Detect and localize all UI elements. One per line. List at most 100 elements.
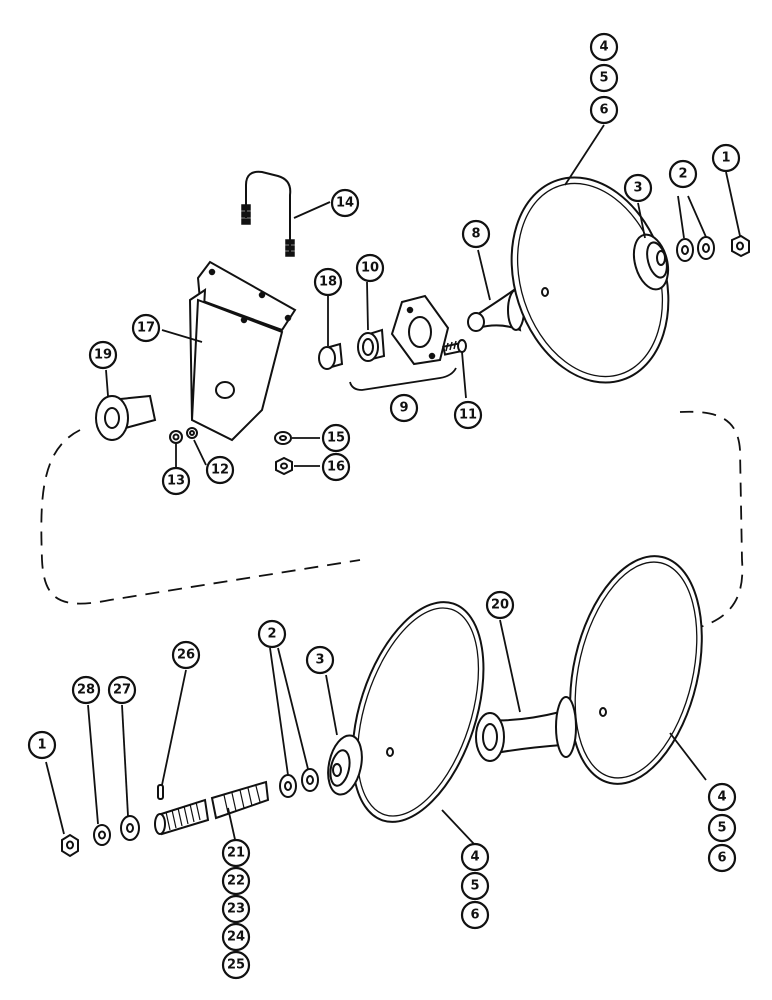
callout-23: 23 xyxy=(221,894,251,924)
callout-8: 8 xyxy=(461,219,491,249)
callout-9: 9 xyxy=(389,393,419,423)
spool-spacer xyxy=(475,696,577,762)
disc-blade-bottom-right xyxy=(569,555,703,785)
callout-25: 25 xyxy=(221,950,251,980)
hub-flange-top xyxy=(632,233,670,291)
castle-nut-bottom xyxy=(61,833,79,858)
svg-text:5: 5 xyxy=(599,71,608,86)
callout-19: 19 xyxy=(88,340,118,370)
svg-text:26: 26 xyxy=(177,648,195,663)
disc-blade-bottom-left xyxy=(351,601,485,823)
callout-6-right: 6 xyxy=(707,843,737,873)
svg-text:16: 16 xyxy=(327,460,345,475)
svg-text:15: 15 xyxy=(327,431,345,446)
washer-top-1 xyxy=(676,238,694,262)
svg-text:8: 8 xyxy=(471,227,480,242)
svg-text:5: 5 xyxy=(717,821,726,836)
callout-6-top: 6 xyxy=(589,95,619,125)
callout-1-bottom: 1 xyxy=(27,730,57,760)
callout-22: 22 xyxy=(221,866,251,896)
svg-text:12: 12 xyxy=(211,463,229,478)
assembly-dashed-loop xyxy=(40,410,744,631)
hex-nut xyxy=(275,456,293,476)
callout-5-right: 5 xyxy=(707,813,737,843)
callout-14: 14 xyxy=(330,188,360,218)
svg-text:11: 11 xyxy=(459,408,477,423)
svg-text:14: 14 xyxy=(336,196,354,211)
bearing xyxy=(357,328,386,362)
callout-26: 26 xyxy=(171,640,201,670)
svg-text:17: 17 xyxy=(137,321,155,336)
hub-flange-bottom xyxy=(327,734,363,796)
svg-text:25: 25 xyxy=(227,958,245,973)
callout-2-top: 2 xyxy=(668,159,698,189)
mounting-bracket xyxy=(188,260,297,442)
svg-text:4: 4 xyxy=(599,40,608,55)
callout-15: 15 xyxy=(321,423,351,453)
callout-10: 10 xyxy=(355,253,385,283)
roll-pin xyxy=(157,784,164,800)
svg-text:21: 21 xyxy=(227,846,245,861)
callout-4-top: 4 xyxy=(589,32,619,62)
callout-11: 11 xyxy=(453,400,483,430)
callout-5-top: 5 xyxy=(589,63,619,93)
callout-18: 18 xyxy=(313,267,343,297)
washer-28 xyxy=(93,824,111,846)
callout-21: 21 xyxy=(221,838,251,868)
callout-4-right: 4 xyxy=(707,782,737,812)
svg-text:13: 13 xyxy=(167,474,185,489)
svg-text:19: 19 xyxy=(94,348,112,363)
disc-blade-top xyxy=(510,176,670,384)
callout-27: 27 xyxy=(107,675,137,705)
callout-24: 24 xyxy=(221,922,251,952)
washer-bottom-2 xyxy=(301,768,319,792)
callout-2-bottom: 2 xyxy=(257,619,287,649)
nut-small xyxy=(169,430,183,444)
svg-text:23: 23 xyxy=(227,902,245,917)
bolt xyxy=(442,339,467,356)
bracket-group-9 xyxy=(349,367,457,391)
svg-text:6: 6 xyxy=(717,851,726,866)
callout-20: 20 xyxy=(485,590,515,620)
callout-3-top: 3 xyxy=(623,173,653,203)
callout-16: 16 xyxy=(321,452,351,482)
castle-nut-top xyxy=(731,234,750,258)
axle-shaft xyxy=(154,780,270,836)
svg-text:18: 18 xyxy=(319,275,337,290)
svg-text:6: 6 xyxy=(470,908,479,923)
callout-1-top: 1 xyxy=(711,143,741,173)
svg-text:5: 5 xyxy=(470,879,479,894)
svg-text:4: 4 xyxy=(717,790,726,805)
washer-small xyxy=(186,427,198,439)
callout-17: 17 xyxy=(131,313,161,343)
svg-text:22: 22 xyxy=(227,874,245,889)
callout-13: 13 xyxy=(161,466,191,496)
svg-text:4: 4 xyxy=(470,850,479,865)
u-bolt xyxy=(241,170,295,257)
spacer-flanged xyxy=(95,394,157,441)
svg-text:3: 3 xyxy=(633,181,642,196)
svg-text:2: 2 xyxy=(267,627,276,642)
svg-text:3: 3 xyxy=(315,653,324,668)
svg-text:2: 2 xyxy=(678,167,687,182)
svg-text:1: 1 xyxy=(37,738,46,753)
callout-5-bottom: 5 xyxy=(460,871,490,901)
svg-text:24: 24 xyxy=(227,930,245,945)
callout-12: 12 xyxy=(205,455,235,485)
svg-text:27: 27 xyxy=(113,683,131,698)
svg-text:1: 1 xyxy=(721,151,730,166)
leader-lines xyxy=(45,124,741,845)
svg-text:20: 20 xyxy=(491,598,509,613)
washer-top-2 xyxy=(697,236,715,260)
lock-nut xyxy=(274,431,292,445)
washer-27 xyxy=(120,815,140,841)
svg-text:10: 10 xyxy=(361,261,379,276)
svg-text:9: 9 xyxy=(399,401,408,416)
bushing xyxy=(318,342,344,370)
bearing-flange-housing xyxy=(390,294,450,366)
svg-text:28: 28 xyxy=(77,683,95,698)
callout-4-bottom: 4 xyxy=(460,842,490,872)
svg-text:6: 6 xyxy=(599,103,608,118)
washer-bottom-1 xyxy=(279,774,297,798)
